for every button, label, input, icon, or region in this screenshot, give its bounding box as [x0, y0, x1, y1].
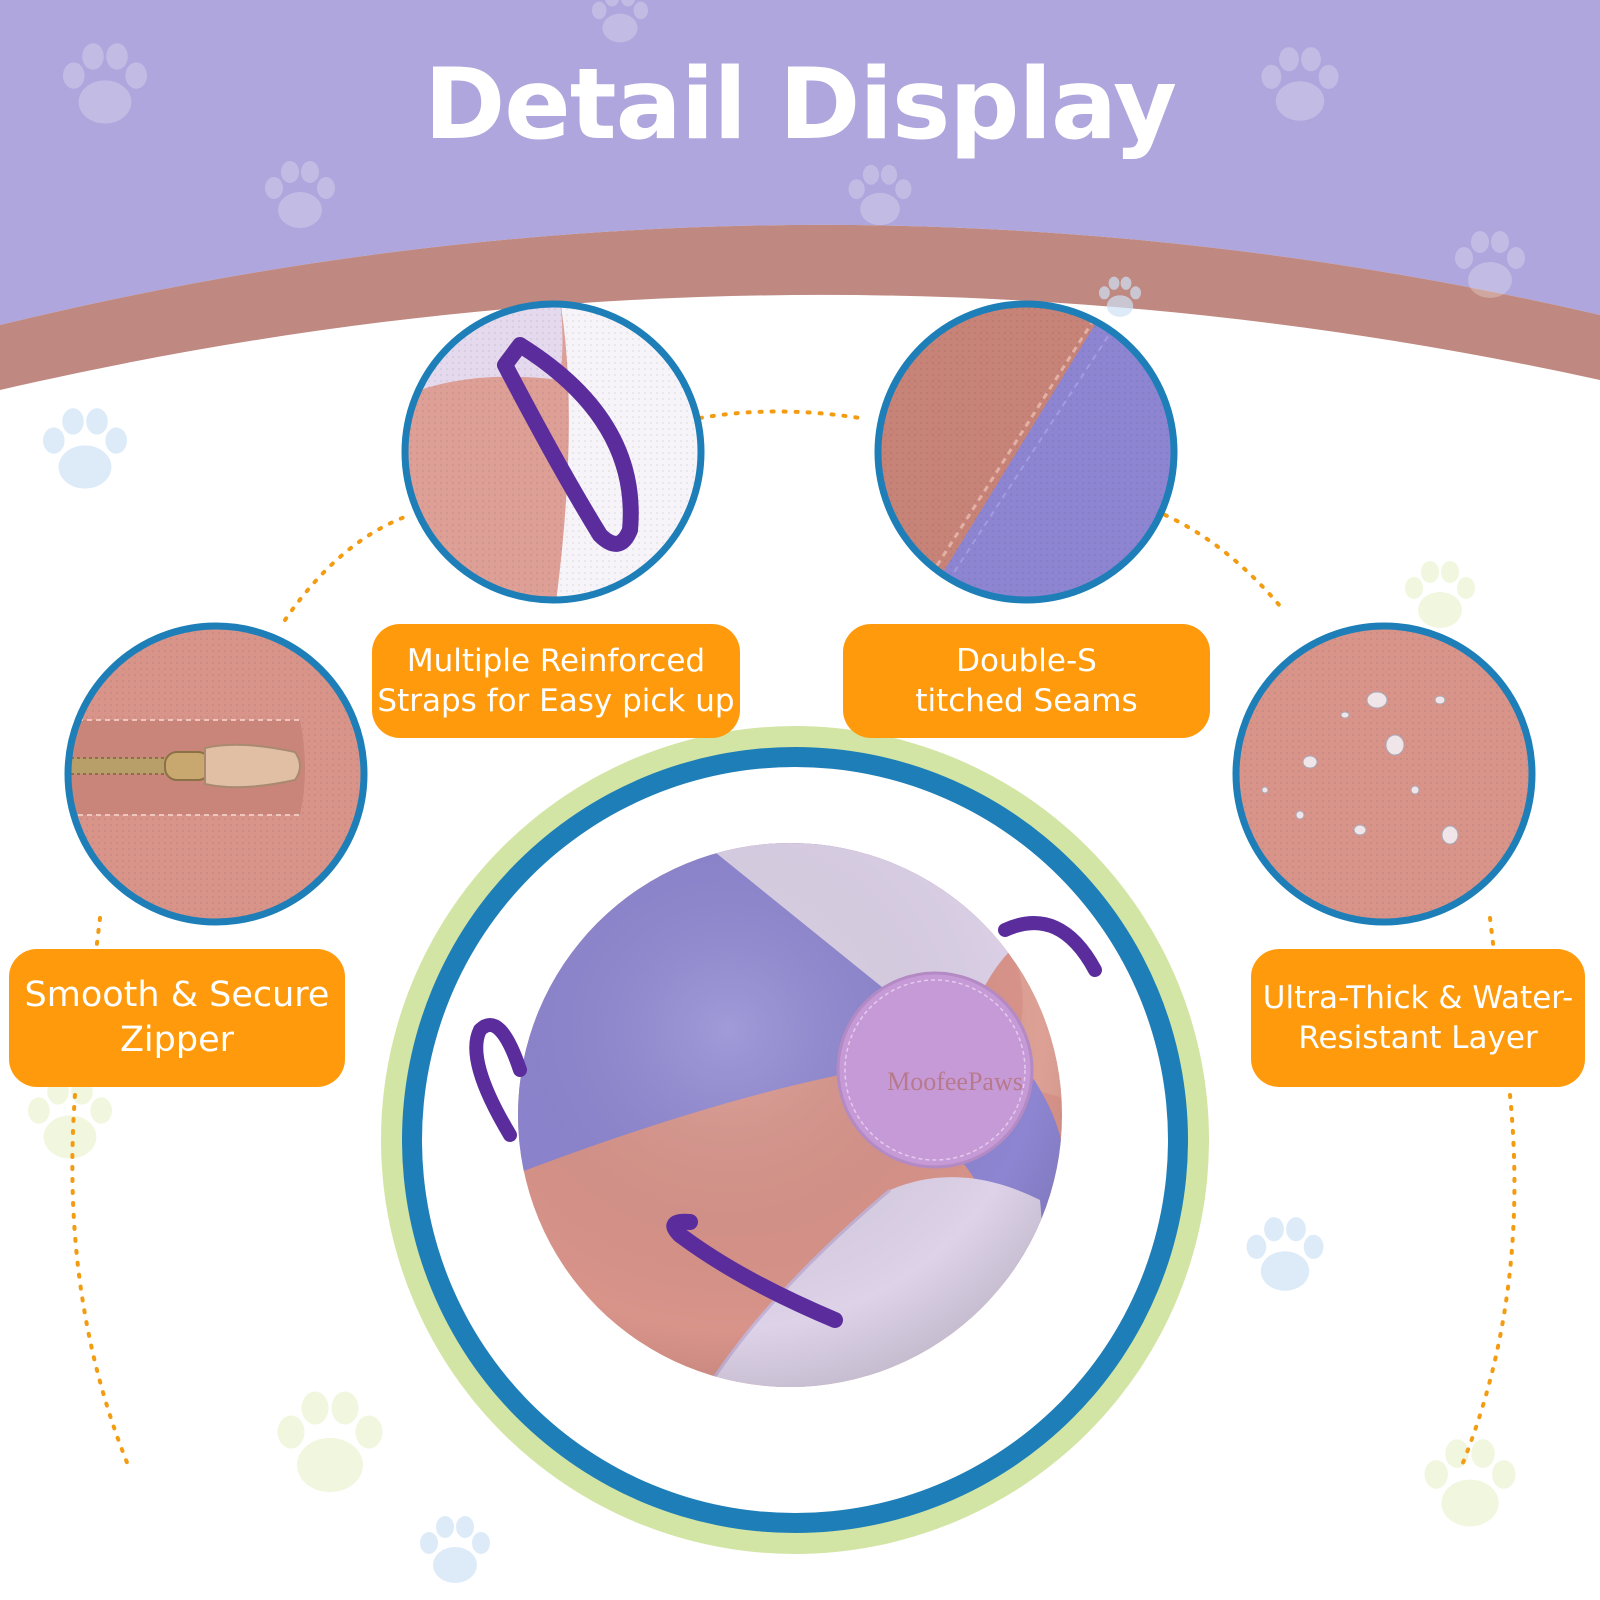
feature-label-seams: Double-S titched Seams	[843, 624, 1210, 738]
strap-icon	[469, 1018, 527, 1142]
header-band	[0, 0, 1600, 325]
dotted-arc	[70, 409, 1517, 1472]
page-title: Detail Display	[423, 48, 1177, 162]
strap-icon	[666, 1213, 843, 1328]
feature-label-straps: Multiple Reinforced Straps for Easy pick…	[372, 624, 740, 738]
detail-photo-straps	[401, 300, 705, 604]
feature-label-water-resistant: Ultra-Thick & Water- Resistant Layer	[1251, 949, 1585, 1087]
detail-photo-seams	[874, 300, 1178, 604]
strap-icon	[497, 337, 639, 552]
water-drop-icon	[1261, 691, 1459, 845]
seam-icon	[913, 309, 1102, 598]
detail-photo-water	[1232, 622, 1536, 926]
zipper-icon	[70, 743, 301, 789]
brand-text: MoofeePaws	[887, 1067, 1023, 1096]
detail-photo-zipper	[64, 622, 368, 926]
strap-icon	[998, 916, 1102, 977]
header-accent-band	[0, 224, 1600, 390]
feature-label-zipper: Smooth & Secure Zipper	[9, 949, 345, 1087]
brand-patch	[836, 971, 1034, 1169]
